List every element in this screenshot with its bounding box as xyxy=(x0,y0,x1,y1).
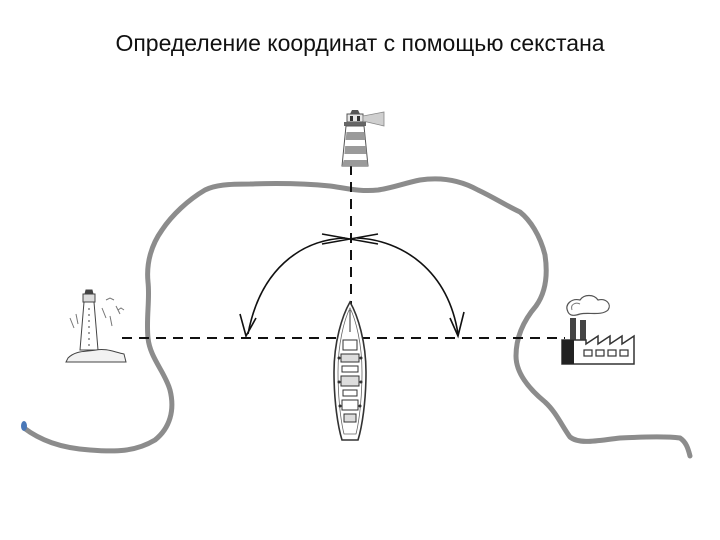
page-title: Определение координат с помощью секстана xyxy=(115,30,605,56)
lighthouse-tower-icon xyxy=(65,289,127,363)
lighthouse-striped-icon xyxy=(341,110,385,167)
coastline xyxy=(21,176,693,459)
coast-marker xyxy=(21,421,27,431)
ship-icon xyxy=(333,300,367,441)
angle-arc-right xyxy=(321,233,465,339)
factory-icon xyxy=(561,294,635,365)
